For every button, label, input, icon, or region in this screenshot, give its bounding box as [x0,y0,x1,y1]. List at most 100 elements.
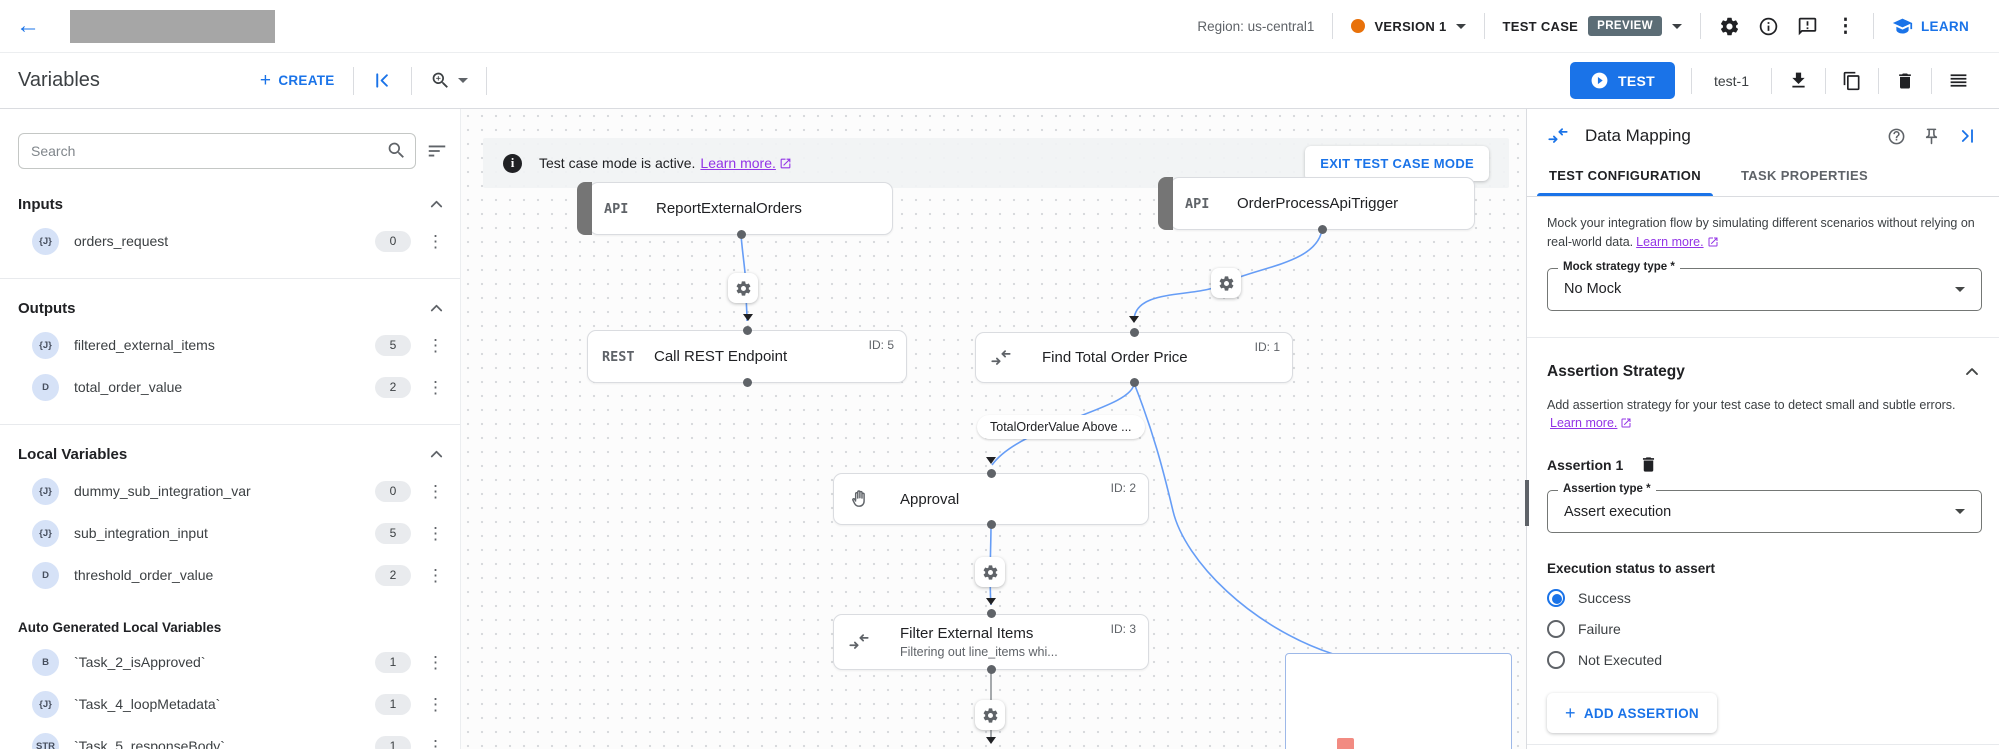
flow-canvas[interactable]: i Test case mode is active. Learn more. … [461,109,1526,749]
banner-learn-more-link[interactable]: Learn more. [700,155,776,171]
more-vert-icon[interactable]: ⋮ [1836,15,1855,37]
search-input[interactable] [18,133,416,169]
variable-row-threshold-order-value[interactable]: D threshold_order_value 2 ⋮ [18,560,448,590]
more-vert-icon[interactable]: ⋮ [427,231,444,251]
node-subtitle: Filtering out line_items whi... [900,645,1058,659]
node-partial-card[interactable] [1285,653,1512,749]
data-mapping-icon [990,347,1020,369]
more-vert-icon[interactable]: ⋮ [427,523,444,543]
collapse-panel-icon[interactable] [372,70,393,91]
info-icon[interactable] [1758,16,1779,37]
variable-row-sub-integration-input[interactable]: {J} sub_integration_input 5 ⋮ [18,518,448,548]
variable-type-badge: {J} [32,690,59,718]
variable-row-filtered-external-items[interactable]: {J} filtered_external_items 5 ⋮ [18,330,448,360]
version-selector[interactable]: VERSION 1 [1351,19,1466,34]
delete-icon[interactable] [1895,71,1915,91]
test-case-label: TEST CASE [1502,18,1579,34]
node-order-process-api-trigger[interactable]: API OrderProcessApiTrigger [1158,177,1475,230]
test-case-selector[interactable]: TEST CASE PREVIEW [1502,16,1682,36]
variable-type-badge: {J} [32,227,59,255]
test-case-name[interactable]: test-1 [1713,72,1749,89]
radio-success[interactable]: Success [1547,589,1982,607]
more-vert-icon[interactable]: ⋮ [427,565,444,585]
panel-resize-handle[interactable] [1525,480,1529,526]
radio-not-executed[interactable]: Not Executed [1547,651,1982,669]
mock-learn-more-link[interactable]: Learn more. [1636,234,1704,249]
settings-gear-icon[interactable] [1719,16,1740,37]
sort-icon[interactable] [426,140,448,162]
radio-label: Success [1578,590,1631,606]
edge-gear-icon[interactable] [1211,268,1241,298]
add-assertion-button[interactable]: + ADD ASSERTION [1547,693,1717,733]
collapse-panel-right-icon[interactable] [1957,126,1977,146]
connection-dot [987,609,996,618]
mock-description: Mock your integration flow by simulating… [1547,216,1975,249]
variable-count-badge: 0 [375,230,411,252]
delete-assertion-icon[interactable] [1639,455,1658,474]
more-vert-icon[interactable]: ⋮ [427,335,444,355]
chevron-up-icon[interactable] [427,445,446,464]
copy-icon[interactable] [1842,71,1862,91]
exit-test-case-mode-button[interactable]: EXIT TEST CASE MODE [1305,145,1489,181]
execution-status-label: Execution status to assert [1547,561,1716,576]
info-filled-icon: i [503,153,522,173]
chevron-up-icon[interactable] [1962,362,1982,382]
variable-row-task2-isapproved[interactable]: B `Task_2_isApproved` 1 ⋮ [18,647,448,677]
learn-label: LEARN [1921,18,1969,34]
node-call-rest-endpoint[interactable]: REST Call REST Endpoint ID: 5 [587,330,907,383]
assertion-learn-more-link[interactable]: Learn more. [1550,416,1618,431]
list-menu-icon[interactable] [1948,70,1969,91]
tab-task-properties[interactable]: TASK PROPERTIES [1740,168,1869,183]
editor-toolbar: Variables + CREATE TEST test-1 [0,53,1999,109]
variable-type-badge: {J} [32,519,59,547]
feedback-icon[interactable] [1797,16,1818,37]
node-report-external-orders[interactable]: API ReportExternalOrders [577,182,893,235]
more-vert-icon[interactable]: ⋮ [427,694,444,714]
assertion-type-select[interactable]: Assertion type * Assert execution [1547,483,1982,533]
radio-icon [1547,651,1565,669]
variable-count-badge: 2 [375,376,411,398]
variable-name: `Task_5_responseBody` [74,738,225,749]
more-vert-icon[interactable]: ⋮ [427,652,444,672]
node-find-total-order-price[interactable]: Find Total Order Price ID: 1 [975,332,1293,383]
node-filter-external-items[interactable]: Filter External Items Filtering out line… [833,614,1149,670]
pin-icon[interactable] [1922,127,1941,146]
connection-dot [987,469,996,478]
section-divider [0,424,460,425]
edge-gear-icon[interactable] [975,700,1005,730]
variable-row-total-order-value[interactable]: D total_order_value 2 ⋮ [18,372,448,402]
zoom-dropdown[interactable] [430,70,468,91]
mock-strategy-select[interactable]: Mock strategy type * No Mock [1547,260,1982,311]
variable-row-dummy-sub-integration-var[interactable]: {J} dummy_sub_integration_var 0 ⋮ [18,476,448,506]
data-mapping-panel: Data Mapping TEST CONFIGURATION TASK PRO… [1525,109,1999,749]
download-icon[interactable] [1788,70,1809,91]
panel-title: Data Mapping [1585,126,1691,145]
section-title: Outputs [18,300,76,317]
edge-arrowhead-icon [986,598,996,605]
variable-row-orders-request[interactable]: {J} orders_request 0 ⋮ [18,226,448,256]
more-vert-icon[interactable]: ⋮ [427,736,444,749]
back-arrow-icon[interactable]: ← [16,12,40,39]
variable-row-task4-loopmetadata[interactable]: {J} `Task_4_loopMetadata` 1 ⋮ [18,689,448,719]
edge-gear-icon[interactable] [975,557,1005,587]
more-vert-icon[interactable]: ⋮ [427,481,444,501]
variable-row-task5-responsebody[interactable]: STR `Task_5_responseBody` 1 ⋮ [18,731,448,749]
variable-count-badge: 1 [375,651,411,673]
test-button[interactable]: TEST [1570,62,1675,99]
edge-gear-icon[interactable] [728,273,758,303]
node-title: Filter External Items [900,625,1034,642]
chevron-up-icon[interactable] [427,195,446,214]
tab-test-configuration[interactable]: TEST CONFIGURATION [1537,160,1713,196]
data-mapping-icon [848,631,878,653]
help-icon[interactable] [1887,127,1906,146]
learn-button[interactable]: LEARN [1892,16,1969,37]
edge-condition-label[interactable]: TotalOrderValue Above ... [977,415,1145,439]
search-box [18,133,416,169]
create-variable-button[interactable]: + CREATE [260,71,335,90]
play-icon [1590,71,1609,90]
more-vert-icon[interactable]: ⋮ [427,377,444,397]
connection-dot [1130,328,1139,337]
node-approval[interactable]: Approval ID: 2 [833,473,1149,525]
chevron-up-icon[interactable] [427,299,446,318]
radio-failure[interactable]: Failure [1547,620,1982,638]
